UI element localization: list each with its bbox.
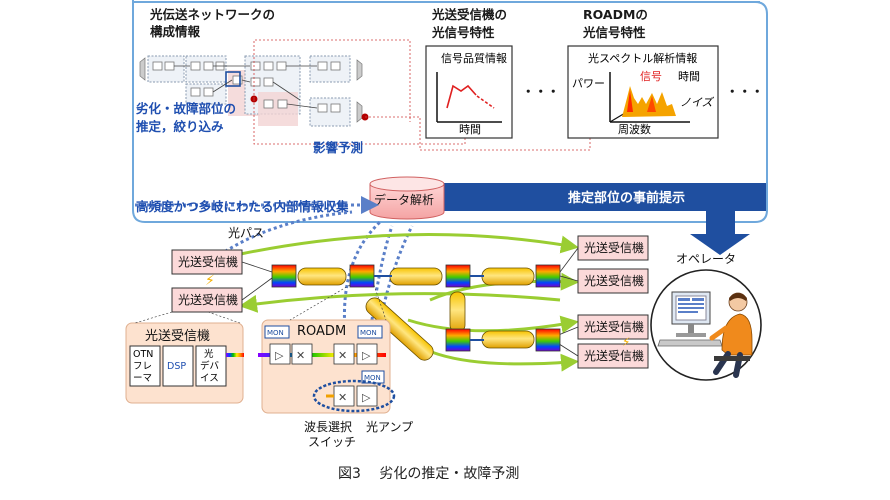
operator-label: オペレータ xyxy=(676,252,736,266)
svg-text:✕: ✕ xyxy=(296,349,305,362)
dsp-label: DSP xyxy=(167,361,186,372)
degradation-label-line2: 推定，絞り込み xyxy=(136,119,224,134)
svg-text:✕: ✕ xyxy=(338,349,347,362)
device-line2: デバ xyxy=(200,360,220,372)
otn-line3: ーマ xyxy=(133,373,152,384)
optical-path-label: 光パス xyxy=(228,226,264,240)
link-impact-to-spectrum xyxy=(365,116,591,151)
spectrum-chart-ylabel: パワー xyxy=(572,77,605,90)
wss-label-line1: 波長選択 xyxy=(304,420,352,434)
fiber-spans xyxy=(297,267,535,361)
quality-chart-title: 信号品質情報 xyxy=(441,51,507,65)
degradation-label-line1: 劣化・故障部位の xyxy=(136,101,236,116)
svg-text:▷: ▷ xyxy=(362,349,371,362)
db-label: データ解析 xyxy=(374,192,434,207)
presentation-arrow xyxy=(690,211,750,255)
collect-label: 高頻度かつ多岐にわたる内部情報収集 xyxy=(136,199,349,214)
detail-roadm-title: ROADM xyxy=(297,324,346,339)
transceiver-left-top[interactable]: 光送受信機 xyxy=(171,249,243,275)
spectrum-noise-label: ノイズ xyxy=(680,96,715,109)
network-topology-mini xyxy=(139,55,363,127)
transceiver-left-bottom-label: 光送受信機 xyxy=(178,292,238,307)
transceiver-right-3[interactable]: 光送受信機 xyxy=(577,314,649,340)
mon-badge-2: MON xyxy=(360,329,377,337)
transceiver-left-top-label: 光送受信機 xyxy=(178,254,238,269)
presentation-label: 推定部位の事前提示 xyxy=(568,190,685,206)
roadm-nodes xyxy=(271,264,561,352)
presentation-bar xyxy=(440,183,766,211)
svg-text:✕: ✕ xyxy=(338,391,347,404)
spectrum-chart-title: 光スペクトル解析情報 xyxy=(588,51,697,65)
link-network-to-chart xyxy=(253,39,411,122)
wss-label-line2: スイッチ xyxy=(308,435,356,449)
top-panel-frame xyxy=(132,0,768,223)
impact-label: 影響予測 xyxy=(313,140,363,155)
mon-badge-1: MON xyxy=(267,329,284,337)
signal-quality-chart: 信号品質情報 時間 xyxy=(425,45,513,139)
detail-roadm-panel: ROADM MON MON MON ▷ ✕ ✕ ▷ ✕ ▷ xyxy=(258,284,396,414)
network-title-line2: 構成情報 xyxy=(150,24,201,39)
roadm-title-line2: 光信号特性 xyxy=(582,25,646,40)
transceiver-right-2-label: 光送受信機 xyxy=(584,273,644,288)
quality-chart-xlabel: 時間 xyxy=(459,123,481,136)
svg-text:▷: ▷ xyxy=(362,391,371,404)
lightning-icon: ⚡ xyxy=(205,273,215,289)
transceiver-left-bottom[interactable]: 光送受信機 xyxy=(171,287,243,313)
otn-line2: フレ xyxy=(133,361,152,372)
ellipsis-middle: ・・・ xyxy=(522,84,560,99)
operator-illustration xyxy=(650,269,762,381)
spectrum-time-label: 時間 xyxy=(678,70,700,83)
svg-text:▷: ▷ xyxy=(275,349,284,362)
transceiver-right-4-label: 光送受信機 xyxy=(584,348,644,363)
device-line3: イス xyxy=(200,373,219,384)
detail-transceiver-title: 光送受信機 xyxy=(145,329,210,344)
transceiver-right-4[interactable]: 光送受信機 xyxy=(577,343,649,369)
spectrum-signal-label: 信号 xyxy=(640,70,662,83)
transceiver-right-1-label: 光送受信機 xyxy=(584,240,644,255)
mon-badge-3: MON xyxy=(364,374,381,382)
spectrum-chart-xlabel: 周波数 xyxy=(618,123,651,136)
transceiver-title-line1: 光送受信機の xyxy=(431,7,507,22)
data-analysis-db xyxy=(369,176,445,220)
transceiver-title-line2: 光信号特性 xyxy=(431,25,495,40)
network-title-line1: 光伝送ネットワークの xyxy=(149,7,275,22)
ellipsis-right: ・・・ xyxy=(726,84,764,99)
transceiver-right-3-label: 光送受信機 xyxy=(584,319,644,334)
otn-line1: OTN xyxy=(133,349,153,360)
transceiver-right-1[interactable]: 光送受信機 xyxy=(577,235,649,261)
figure-caption: 図3 劣化の推定・故障予測 xyxy=(338,466,519,482)
device-line1: 光 xyxy=(204,348,214,360)
spectrum-chart: 光スペクトル解析情報 パワー 信号 時間 ノイズ 周波数 xyxy=(567,45,719,139)
amp-label: 光アンプ xyxy=(366,420,413,434)
transceiver-right-2[interactable]: 光送受信機 xyxy=(577,268,649,294)
roadm-title-line1: ROADMの xyxy=(583,7,648,22)
detail-transceiver-panel: 光送受信機 OTN フレ ーマ DSP 光 デバ イス xyxy=(125,311,244,404)
lightning-icon: ⚡ xyxy=(622,335,630,349)
